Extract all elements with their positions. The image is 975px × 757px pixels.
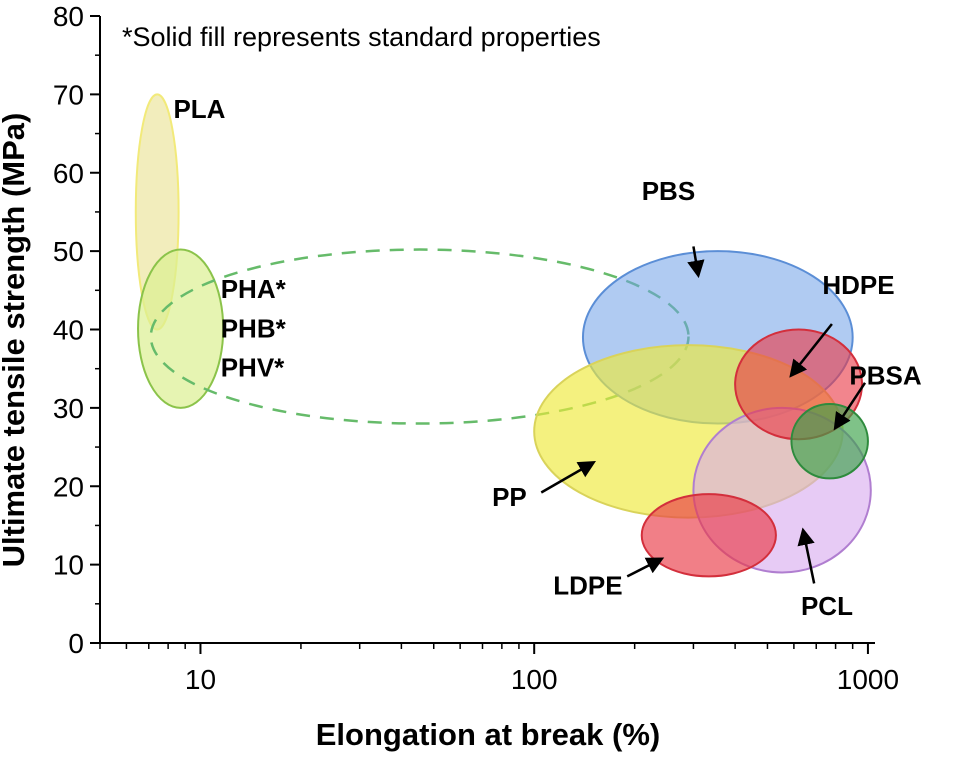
arrow-pcl	[797, 527, 816, 584]
label-pbsa: PBSA	[849, 360, 921, 390]
region-pbsa	[790, 402, 869, 480]
x-tick-label: 100	[511, 664, 558, 695]
label-phv: PHV*	[221, 353, 285, 383]
label-pha: PHA*	[221, 274, 287, 304]
regions-layer	[134, 93, 872, 578]
x-tick-label: 1000	[837, 664, 899, 695]
label-pp: PP	[492, 482, 527, 512]
region-ldpe	[640, 493, 777, 578]
y-tick-label: 20	[53, 471, 84, 502]
y-tick-label: 70	[53, 79, 84, 110]
chart-note: *Solid fill represents standard properti…	[122, 22, 601, 52]
arrow-ldpe	[626, 557, 665, 578]
label-hdpe: HDPE	[822, 270, 894, 300]
x-axis-title: Elongation at break (%)	[316, 717, 660, 752]
y-axis-title: Ultimate tensile strength (MPa)	[0, 113, 31, 568]
y-tick-label: 40	[53, 315, 84, 346]
label-ldpe: LDPE	[553, 570, 622, 600]
x-tick-label: 10	[185, 664, 216, 695]
arrow-pbsa	[833, 382, 867, 431]
arrow-pp	[540, 460, 596, 494]
label-phb: PHB*	[221, 313, 287, 343]
y-tick-label: 50	[53, 236, 84, 267]
y-tick-label: 30	[53, 393, 84, 424]
arrow-hdpe	[789, 323, 833, 378]
arrow-pbs	[687, 246, 705, 279]
label-pla: PLA	[173, 94, 225, 124]
y-tick-label: 0	[68, 628, 84, 659]
region-pha	[137, 248, 225, 409]
label-pcl: PCL	[801, 591, 853, 621]
label-pbs: PBS	[642, 176, 695, 206]
y-tick-label: 10	[53, 550, 84, 581]
y-tick-label: 60	[53, 158, 84, 189]
labels-layer: PLA PHA* PHB* PHV* PBS HDPE PBSA PP LDPE PCL	[173, 94, 921, 621]
y-tick-label: 80	[53, 1, 84, 32]
axes-layer: 0 10 20 30 40 50 60 70 80 10 100 1000	[53, 1, 899, 695]
